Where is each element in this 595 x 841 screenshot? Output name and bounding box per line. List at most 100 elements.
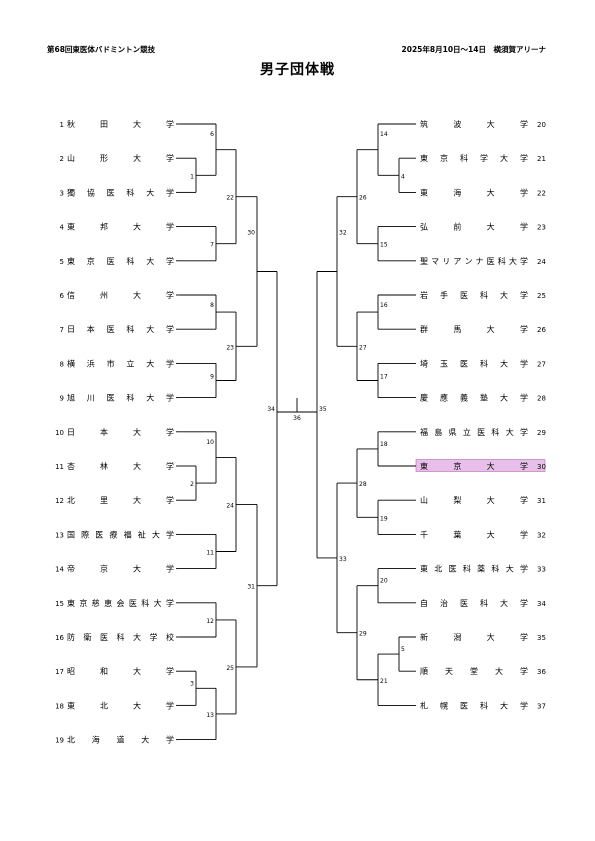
team-name: 昭和大学: [67, 666, 174, 676]
match-number: 10: [206, 439, 214, 446]
team-name: 岩手医科大学: [420, 290, 528, 300]
match-number: 3: [190, 680, 194, 687]
match-number: 30: [247, 230, 255, 237]
team-seed: 19: [55, 737, 64, 745]
team-seed: 4: [60, 224, 65, 232]
team-seed: 20: [537, 121, 546, 129]
team-entry: 群馬大学: [420, 324, 528, 334]
team-name: 東京医科大学: [67, 256, 174, 266]
event-date-venue: 2025年8月10日～14日 横須賀アリーナ: [401, 45, 546, 54]
match-number: 29: [359, 631, 367, 638]
team-entry: 東京科学大学: [420, 153, 528, 163]
match-number: 26: [359, 195, 367, 202]
match-number: 35: [319, 406, 327, 413]
team-name: 東邦大学: [67, 222, 174, 232]
team-name: 千葉大学: [420, 529, 528, 539]
team-seed: 12: [55, 497, 64, 505]
match-number: 19: [380, 515, 388, 522]
team-seed: 8: [60, 360, 64, 368]
match-number: 18: [380, 441, 388, 448]
match-number: 15: [380, 242, 388, 249]
team-seed: 22: [537, 189, 546, 197]
match-number: 36: [293, 415, 301, 422]
team-entry: 秋田大学: [67, 119, 174, 129]
team-name: 横浜市立大学: [67, 358, 174, 368]
team-entry: 横浜市立大学: [67, 358, 174, 368]
tournament-name: 第68回東医体バドミントン競技: [47, 45, 156, 54]
team-entry: 信州大学: [67, 290, 174, 300]
match-number: 21: [380, 678, 388, 685]
match-number: 2: [190, 481, 194, 488]
team-seed: 25: [537, 292, 546, 300]
match-number: 27: [359, 344, 367, 351]
match-number: 12: [206, 618, 214, 625]
match-number: 22: [226, 195, 234, 202]
match-number: 9: [210, 374, 214, 381]
team-name: 秋田大学: [67, 119, 174, 129]
team-name: 国際医療福祉大学: [67, 529, 174, 539]
team-seed: 27: [537, 360, 546, 368]
team-seed: 37: [537, 702, 546, 710]
team-entry: 北海道大学: [67, 735, 174, 745]
match-number: 31: [247, 584, 255, 591]
team-name: 山形大学: [67, 153, 174, 163]
team-entry: 埼玉医科大学: [420, 358, 528, 368]
team-entry: 東北大学: [67, 700, 174, 710]
team-entry: 聖マリアンナ医科大学: [420, 256, 528, 266]
team-name: 日本大学: [67, 427, 174, 437]
team-entry: 東京慈恵会医科大学: [67, 598, 174, 608]
team-name: 順天堂大学: [420, 666, 528, 676]
team-entry: 北里大学: [67, 495, 174, 505]
team-name: 新潟大学: [420, 632, 528, 642]
team-seed: 17: [55, 668, 64, 676]
team-name: 東京慈恵会医科大学: [67, 598, 174, 608]
team-entry: 福島県立医科大学: [420, 427, 528, 437]
team-name: 弘前大学: [420, 222, 528, 232]
team-name: 信州大学: [67, 290, 174, 300]
team-entry: 帝京大学: [67, 564, 174, 574]
match-number: 17: [380, 374, 388, 381]
team-name: 聖マリアンナ医科大学: [420, 256, 528, 266]
team-name: 東海大学: [420, 187, 528, 197]
match-number: 24: [226, 502, 234, 509]
team-name: 慶應義塾大学: [420, 393, 528, 403]
team-seed: 14: [55, 566, 64, 574]
match-number: 6: [210, 131, 214, 138]
match-number: 7: [210, 242, 214, 249]
team-name: 札幌医科大学: [420, 700, 528, 710]
team-seed: 2: [60, 155, 64, 163]
team-seed: 18: [55, 702, 64, 710]
team-seed: 16: [55, 634, 64, 642]
team-name: 獨協医科大学: [67, 187, 174, 197]
team-seed: 35: [537, 634, 546, 642]
match-number: 28: [359, 481, 367, 488]
match-number: 11: [206, 550, 214, 557]
match-number: 32: [339, 230, 347, 237]
match-number: 4: [401, 173, 405, 180]
match-number: 14: [380, 131, 388, 138]
team-name: 東北医科薬科大学: [420, 564, 528, 574]
team-seed: 6: [60, 292, 65, 300]
team-seed: 36: [537, 668, 546, 676]
team-name: 筑波大学: [420, 119, 528, 129]
team-name: 北海道大学: [67, 735, 174, 745]
team-entry: 杏林大学: [67, 461, 174, 471]
team-entry: 札幌医科大学: [420, 700, 528, 710]
match-number: 16: [380, 302, 388, 309]
team-entry: 山梨大学: [420, 495, 528, 505]
highlight-bar: [415, 459, 546, 472]
match-number: 13: [206, 712, 214, 719]
team-name: 防衛医科大学校: [67, 632, 174, 642]
team-seed: 7: [60, 326, 64, 334]
team-entry: 順天堂大学: [420, 666, 528, 676]
team-name: 東京科学大学: [420, 153, 528, 163]
team-entry: 千葉大学: [420, 529, 528, 539]
team-name: 帝京大学: [67, 564, 174, 574]
team-name: 旭川医科大学: [67, 393, 174, 403]
team-seed: 26: [537, 326, 546, 334]
match-number: 20: [380, 578, 388, 585]
team-name: 山梨大学: [420, 495, 528, 505]
team-seed: 9: [60, 395, 64, 403]
team-entry: 弘前大学: [420, 222, 528, 232]
